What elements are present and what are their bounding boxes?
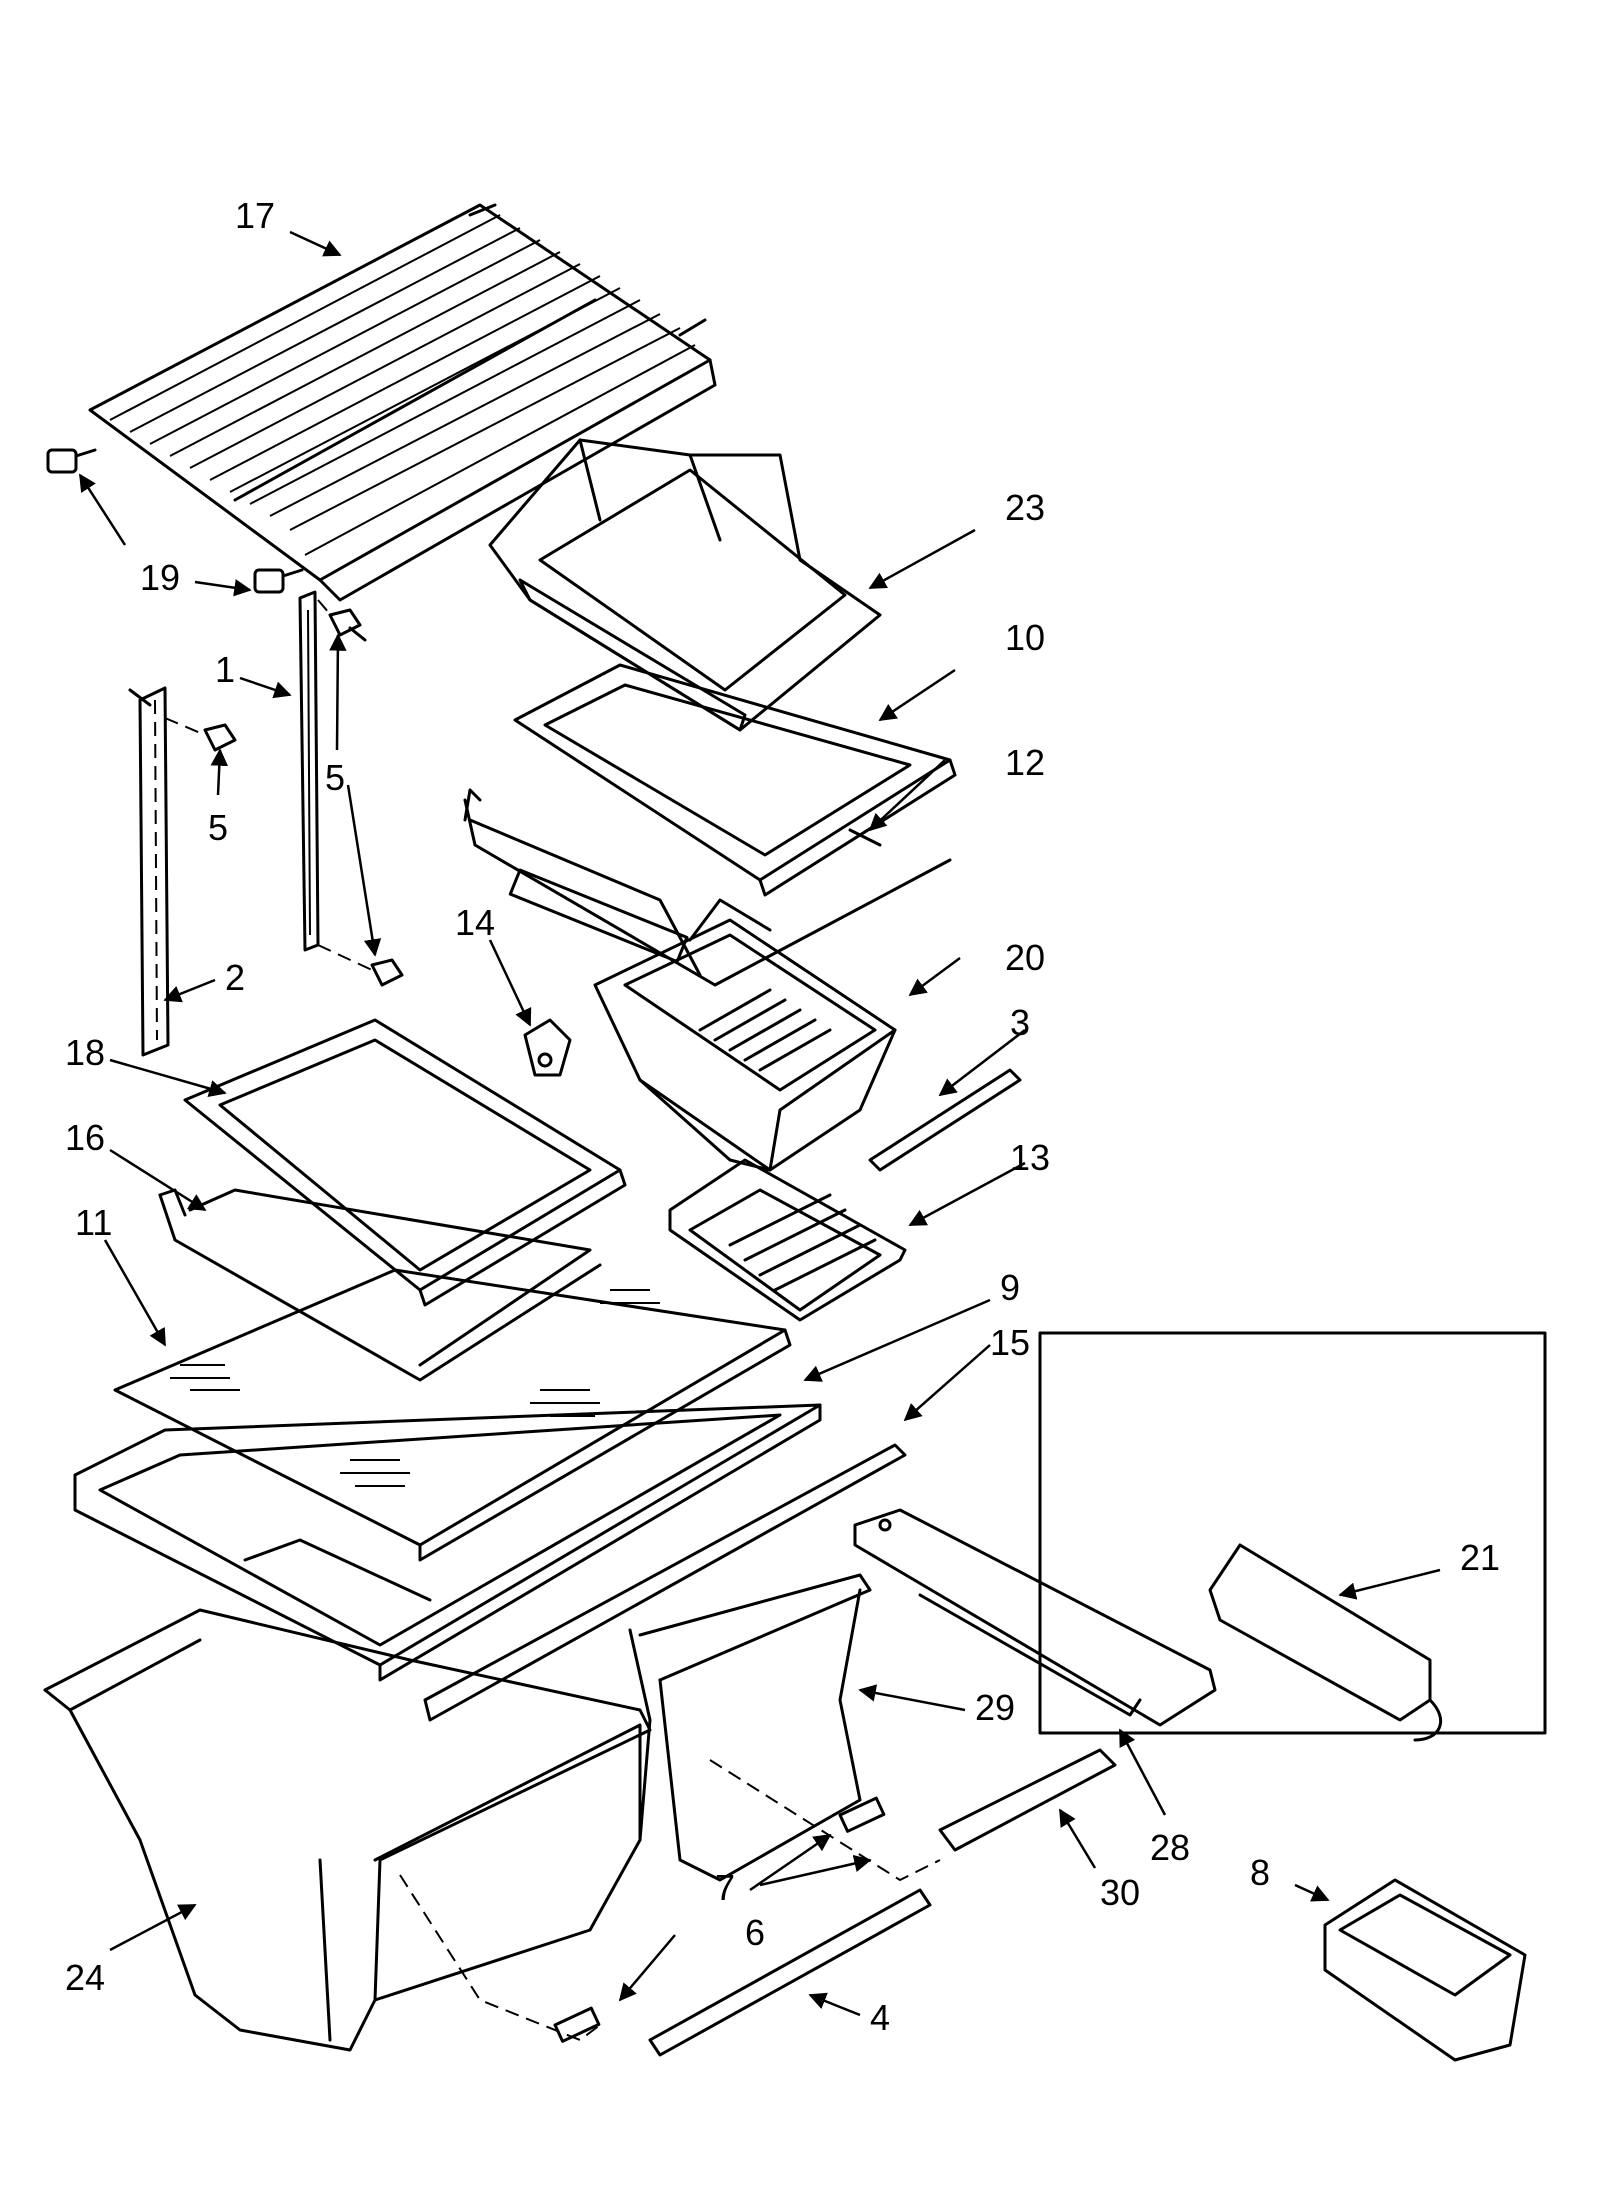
callout-10: 10 bbox=[1005, 617, 1045, 658]
shelf-bracket-left bbox=[128, 686, 170, 1057]
callout-17: 17 bbox=[235, 195, 275, 236]
callout-11: 11 bbox=[75, 1202, 112, 1243]
deli-bin bbox=[488, 438, 882, 732]
screw bbox=[328, 608, 367, 642]
callout-9: 9 bbox=[1000, 1267, 1020, 1308]
callout-1: 1 bbox=[215, 649, 235, 690]
drawer-clip bbox=[523, 1018, 572, 1077]
drawer-insert bbox=[668, 1158, 907, 1322]
callout-2: 2 bbox=[225, 957, 245, 998]
callout-13: 13 bbox=[1010, 1137, 1050, 1178]
trim-strip-30 bbox=[938, 1748, 1117, 1852]
crisper-slide bbox=[853, 1508, 1217, 1727]
shelf-pin bbox=[46, 448, 97, 474]
glass-shelf-small bbox=[183, 1018, 627, 1307]
shelf-frame bbox=[158, 1188, 602, 1382]
leader-lines bbox=[78, 230, 1441, 2017]
deli-frame bbox=[463, 788, 952, 987]
callout-7: 7 bbox=[715, 1867, 735, 1908]
callout-24: 24 bbox=[65, 1957, 105, 1998]
callout-16: 16 bbox=[65, 1117, 105, 1158]
screw bbox=[164, 717, 237, 752]
crisper-cover-frame bbox=[73, 1403, 822, 1682]
drawer-handle-strip bbox=[868, 1068, 1022, 1172]
crisper-bin-right bbox=[628, 1573, 872, 1882]
glass-shelf-large bbox=[113, 1268, 792, 1562]
callout-28: 28 bbox=[1150, 1827, 1190, 1868]
callout-8: 8 bbox=[1250, 1852, 1270, 1893]
door-bin bbox=[1323, 1878, 1527, 2062]
inset-box bbox=[1038, 1331, 1547, 1735]
dairy-door bbox=[1208, 1543, 1443, 1742]
callout-14: 14 bbox=[455, 902, 495, 943]
callout-5: 5 bbox=[325, 757, 345, 798]
wire-shelf bbox=[88, 203, 717, 602]
screw bbox=[317, 944, 404, 987]
callout-5: 5 bbox=[208, 807, 228, 848]
callout-30: 30 bbox=[1100, 1872, 1140, 1913]
callout-20: 20 bbox=[1005, 937, 1045, 978]
slide-clip bbox=[399, 1759, 941, 2043]
shelf-pin bbox=[253, 568, 304, 594]
callout-18: 18 bbox=[65, 1032, 105, 1073]
callout-29: 29 bbox=[975, 1687, 1015, 1728]
callout-12: 12 bbox=[1005, 742, 1045, 783]
callout-21: 21 bbox=[1460, 1537, 1500, 1578]
deli-cover bbox=[513, 663, 957, 897]
callout-3: 3 bbox=[1010, 1002, 1030, 1043]
callout-19: 19 bbox=[140, 557, 180, 598]
callout-15: 15 bbox=[990, 1322, 1030, 1363]
trim-strip-4 bbox=[648, 1888, 932, 2057]
crisper-drawer bbox=[593, 898, 897, 1172]
callout-6: 6 bbox=[745, 1912, 765, 1953]
callout-23: 23 bbox=[1005, 487, 1045, 528]
callout-4: 4 bbox=[870, 1997, 890, 2038]
crisper-bin-left bbox=[43, 1608, 652, 2052]
cover-trim-strip bbox=[423, 1443, 907, 1722]
